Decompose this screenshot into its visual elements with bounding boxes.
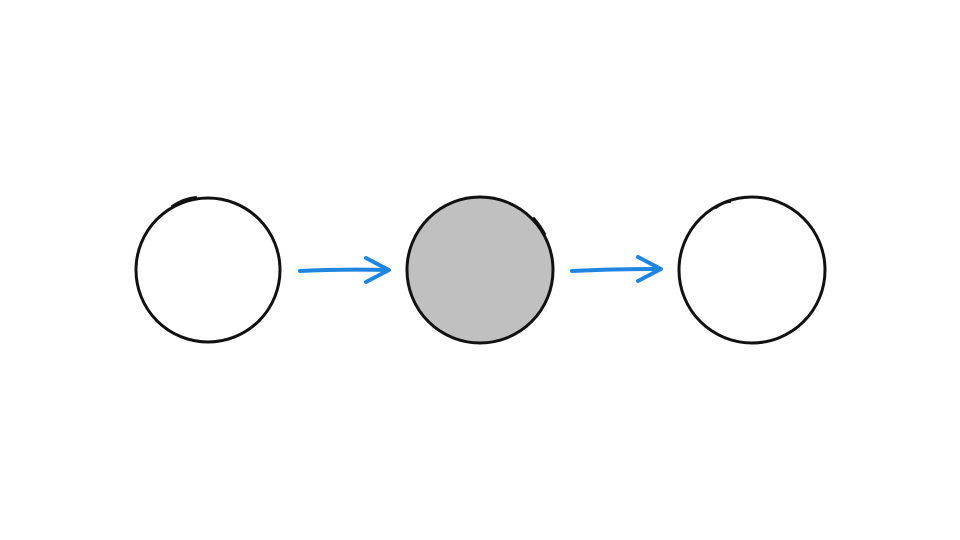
arrow-2	[570, 255, 663, 283]
arrow-1-head	[364, 256, 391, 284]
node-3-sketch-stroke	[715, 201, 731, 209]
arrow-2-shaft	[570, 267, 662, 273]
arrow-1	[298, 256, 391, 284]
node-3-circle	[677, 195, 827, 345]
arrow-1-shaft	[298, 267, 390, 273]
node-2-circle	[405, 195, 555, 345]
arrow-2-head	[636, 255, 663, 283]
node-1-circle	[134, 196, 282, 344]
node-2-sketch-stroke	[533, 217, 546, 235]
node-1-sketch-stroke	[171, 196, 197, 207]
